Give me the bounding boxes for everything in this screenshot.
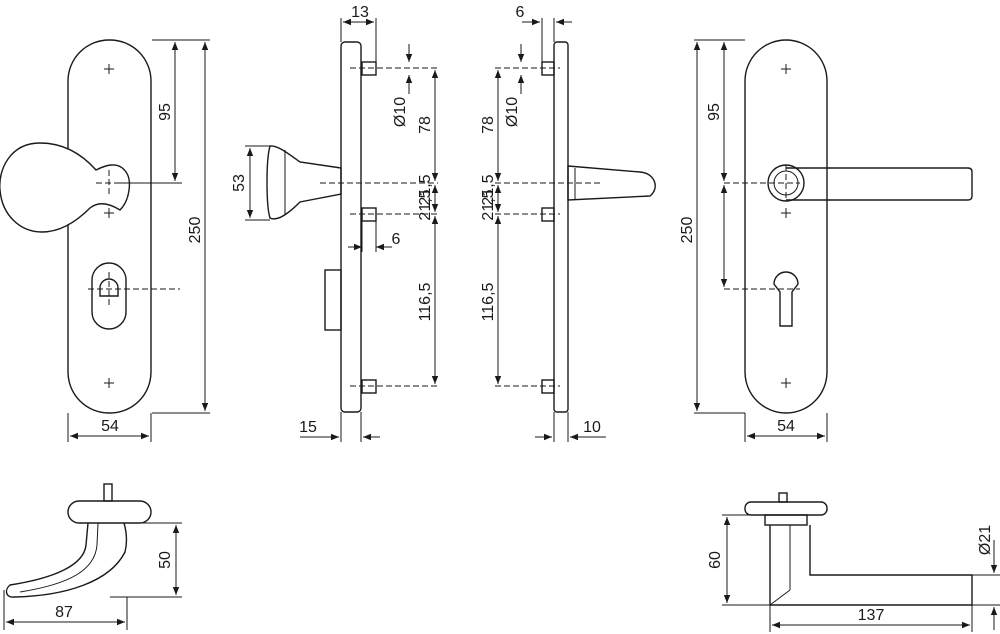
top-view-knob: 50 87 [3, 483, 182, 630]
cylinder-cutout-right [773, 271, 799, 327]
lever-profile [567, 165, 656, 201]
dim-87: 87 [55, 604, 73, 621]
dim-78-right: 78 [480, 116, 497, 134]
dim-dia10-right: Ø10 [504, 97, 521, 127]
side-plate-right [553, 41, 569, 413]
knob-profile [266, 145, 342, 220]
side-view-right: 6 Ø10 78 21,5 21,5 116,5 10 [480, 4, 656, 442]
dim-54-left: 54 [101, 418, 119, 435]
dim-21-5-left-b: 21,5 [417, 189, 434, 220]
side-view-left: 13 Ø10 78 21,5 21,5 116,5 6 53 15 [231, 4, 439, 442]
dim-21-5-left-a: 21,5 [417, 174, 434, 205]
front-view-knob-plate: 95 250 54 [0, 39, 210, 442]
dim-137: 137 [858, 607, 885, 624]
front-view-lever-plate: 95 250 54 [679, 39, 973, 442]
dim-95-left: 95 [157, 103, 174, 121]
dim-116-5-left: 116,5 [417, 282, 434, 321]
dim-53: 53 [231, 174, 248, 192]
dim-13: 13 [351, 4, 369, 21]
dim-dia21: Ø21 [977, 525, 994, 555]
dim-250-right: 250 [679, 217, 696, 244]
dim-54-right: 54 [777, 418, 795, 435]
top-view-lever: 60 Ø21 137 [707, 492, 1000, 632]
side-plate-left [340, 41, 362, 413]
knob-top-profile [5, 522, 128, 598]
dim-6-right: 6 [516, 4, 525, 21]
lever-handle [786, 167, 973, 201]
cylinder-cutout-left [91, 262, 127, 330]
dim-50: 50 [157, 551, 174, 569]
dim-250-left: 250 [187, 217, 204, 244]
escutcheon-plate-right [744, 39, 828, 414]
dim-21-5-right-b: 21,5 [480, 189, 497, 220]
dim-95-right: 95 [706, 103, 723, 121]
dim-116-5-right: 116,5 [480, 282, 497, 321]
dim-6-left: 6 [392, 231, 401, 248]
dim-dia10-left: Ø10 [392, 97, 409, 127]
escutcheon-plate-left [67, 39, 152, 414]
dim-60: 60 [707, 551, 724, 569]
lever-top-profile [769, 525, 973, 606]
dim-15: 15 [299, 419, 317, 436]
dim-78-left: 78 [417, 116, 434, 134]
dim-10: 10 [583, 419, 601, 436]
knob-outline [0, 142, 131, 233]
dim-21-5-right-a: 21,5 [480, 174, 497, 205]
